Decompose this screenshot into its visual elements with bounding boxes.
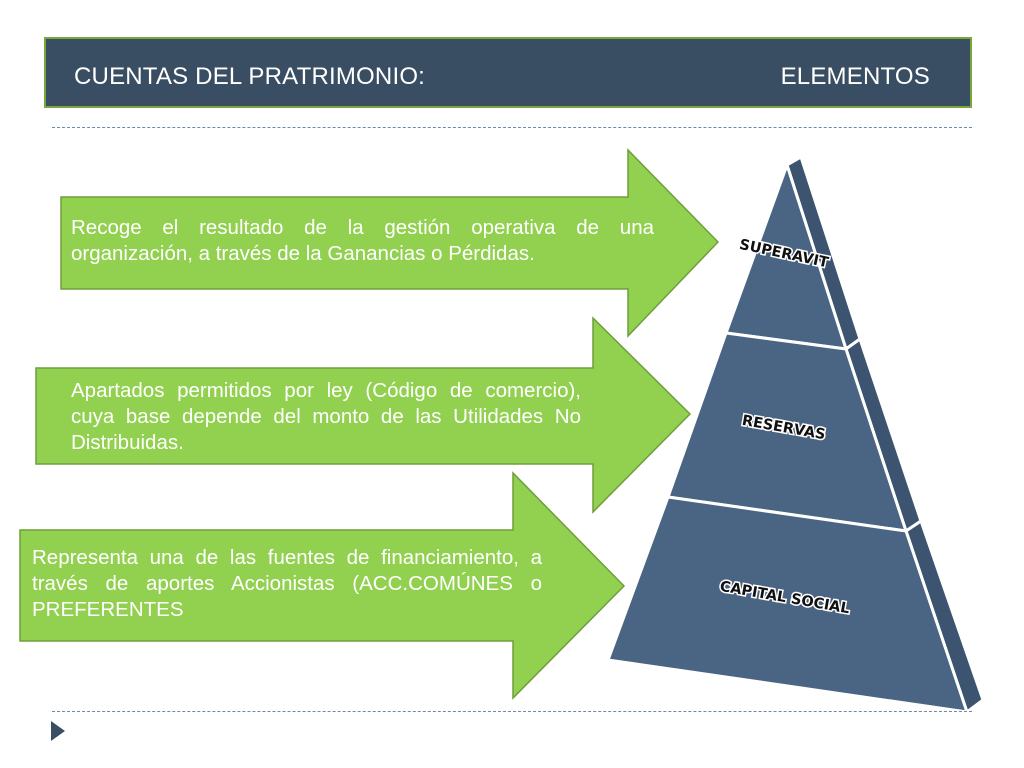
pyramid-level-capital-social bbox=[606, 495, 969, 714]
slide-title-bar: CUENTAS DEL PRATRIMONIO: ELEMENTOS bbox=[44, 37, 972, 108]
arrow-superavit bbox=[60, 148, 720, 338]
arrow-text-capital-social: Representa una de las fuentes de financi… bbox=[32, 546, 542, 621]
play-triangle-icon bbox=[51, 721, 65, 741]
arrow-text-superavit: Recoge el resultado de la gestión operat… bbox=[71, 216, 654, 265]
arrow-capital-social bbox=[19, 471, 626, 700]
arrow-text-reservas: Apartados permitidos por ley (Código de … bbox=[71, 379, 581, 454]
arrow-reservas bbox=[35, 316, 692, 514]
slide-title: CUENTAS DEL PRATRIMONIO: bbox=[74, 63, 426, 90]
slide-subtitle: ELEMENTOS bbox=[780, 63, 930, 90]
bottom-divider bbox=[52, 711, 972, 712]
top-divider bbox=[52, 127, 972, 128]
